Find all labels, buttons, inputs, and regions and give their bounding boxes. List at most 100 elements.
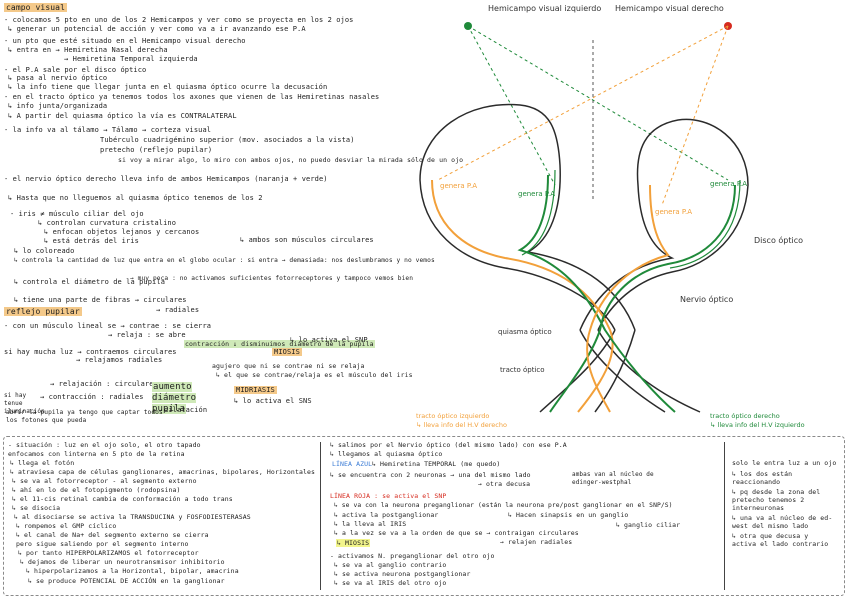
- note-line: → Hemiretina Temporal izquierda: [64, 55, 198, 63]
- note-line: → otra decusa: [478, 480, 531, 488]
- hemi-right-label: Hemicampo visual derecho: [615, 4, 724, 13]
- note-line: ↳ se va al ganglio contrario: [334, 561, 447, 569]
- hemi-left-label: Hemicampo visual izquierdo: [488, 4, 601, 13]
- midriasis-label: MIDRIASIS: [234, 386, 277, 394]
- note-line: ↳ controla el diámetro de la pupila: [14, 278, 166, 286]
- note-line: - la info va al tálamo → Tálamo → cortez…: [4, 126, 212, 134]
- note-line: ↳ otra que decusa y activa el lado contr…: [732, 532, 829, 548]
- note-line: ↳ lo activa el SNP: [290, 336, 368, 344]
- note-line: ↳ dejamos de liberar un neurotransmisor …: [20, 558, 225, 566]
- tracto-der-label: tracto óptico derecho: [710, 412, 780, 420]
- note-line: ↳ una va al núcleo de ed-west del mismo …: [732, 514, 833, 530]
- note-line: ↳ llega el fotón: [10, 459, 75, 467]
- note-line: Tubérculo cuadrigémino superior (mov. as…: [100, 136, 355, 144]
- note-line: ↳ enfocan objetos lejanos y cercanos: [44, 228, 200, 236]
- note-line: ↳ ahí en lo de el fotopigmento (rodopsin…: [12, 486, 181, 494]
- note-line: ↳ Hemiretina TEMPORAL (me quedo): [372, 460, 501, 468]
- genera-pa-2: genera P.A: [518, 190, 555, 198]
- note-line: ↳ los dos están reaccionando: [732, 470, 793, 486]
- left-eye: [419, 103, 636, 331]
- note-line: → radiales: [156, 306, 200, 314]
- tracto-izq-label: tracto óptico izquierdo: [416, 412, 489, 420]
- note-line: - el P.A sale por el disco óptico: [4, 66, 147, 74]
- note-line: ↳ info junta/organizada: [8, 102, 108, 110]
- genera-pa-1: genera P.A: [440, 182, 477, 190]
- note-line: - el nervio óptico derecho lleva info de…: [4, 175, 328, 183]
- genera-pa-4: genera P.A: [655, 208, 692, 216]
- note-line: ↳ generar un potencial de acción y ver c…: [8, 25, 306, 33]
- genera-pa-3: genera P.A: [710, 180, 747, 188]
- note-line: enfocamos con linterna en 5 pto de la re…: [8, 450, 185, 458]
- campo-visual-title: campo visual: [4, 3, 67, 12]
- note-line: pretecho (reflejo pupilar): [100, 146, 213, 154]
- note-line: agujero que ni se contrae ni se relaja: [212, 362, 365, 370]
- divider-1: [320, 442, 321, 590]
- note-line: ↳ se va al fotorreceptor - al segmento e…: [12, 477, 197, 485]
- note-line: - en el tracto óptico ya tenemos todos l…: [4, 93, 380, 101]
- bottom-notes-box: [3, 436, 845, 596]
- note-line: → contracción : radiales: [40, 393, 144, 401]
- note-line: ↳ hiperpolarizamos a la Horizontal, bipo…: [26, 567, 239, 575]
- note-line: ↳ el 11-cis retinal cambia de conformaci…: [12, 495, 233, 503]
- note-line: ↳ está detrás del iris: [44, 237, 139, 245]
- note-line: → relajen radiales: [500, 538, 573, 546]
- note-line: ↳ activa la postganglionar: [334, 511, 439, 519]
- note-line: ↳ lo activa el SNS: [234, 397, 312, 405]
- note-line: ambas van al núcleo de edinger-westphal: [572, 471, 654, 486]
- note-line: ↳ se encuentra con 2 neuronas → una del …: [330, 471, 531, 479]
- note-line: ↳ se va al IRIS del otro ojo: [334, 579, 447, 587]
- quiasma-label: quiasma óptico: [498, 328, 552, 336]
- note-line: ↳ al disociarse se activa la TRANSDUCINA…: [14, 513, 251, 521]
- note-line: solo le entra luz a un ojo: [732, 459, 837, 467]
- note-line: ↳ ganglio ciliar: [616, 521, 681, 529]
- note-line: ↳ se disocia: [12, 504, 61, 512]
- note-line: si voy a mirar algo, lo miro con ambos o…: [118, 156, 464, 164]
- note-line: → relajación : circulares: [50, 380, 158, 388]
- note-line: ↳ por tanto HIPERPOLARIZAMOS el fotorrec…: [18, 549, 199, 557]
- note-line: - colocamos 5 pto en uno de los 2 Hemica…: [4, 16, 354, 24]
- note-line: ↳ el que se contrae/relaja es el músculo…: [216, 371, 413, 379]
- note-line: ↳ pq desde la zona del pretecho tenemos …: [732, 488, 821, 512]
- note-line: ↳ tiene una parte de fibras → circulares: [14, 296, 187, 304]
- note-line: ↳ ambos son músculos circulares: [240, 236, 374, 244]
- divider-2: [724, 442, 725, 590]
- note-line: → relajamos radiales: [76, 356, 163, 364]
- miosis-label: MIOSIS: [272, 348, 302, 356]
- note-line: ↳ pasa al nervio óptico: [8, 74, 108, 82]
- note-line: ↳ atraviesa capa de células ganglionares…: [10, 468, 316, 476]
- note-line: ↳ controla la cantidad de luz que entra …: [14, 257, 435, 264]
- note-line: ↳ se activa neurona postganglionar: [334, 570, 471, 578]
- nervio-optico-label: Nervio óptico: [680, 294, 733, 304]
- note-line: ↳ el canal de Na+ del segmento externo s…: [16, 531, 209, 539]
- note-line: ↳ salimos por el Nervio óptico (del mism…: [330, 441, 567, 449]
- note-line: ↳ la info tiene que llegar junta en el q…: [8, 83, 328, 91]
- visual-pathway-diagram: Hemicampo visual izquierdo Hemicampo vis…: [410, 0, 848, 432]
- tracto-izq-sub: ↳ lleva info del H.V derecho: [416, 421, 507, 429]
- linea-azul-label: LÍNEA AZUL: [332, 460, 373, 468]
- note-line: - iris ≠ músculo ciliar del ojo: [10, 210, 144, 218]
- note-line: ↳ se produce POTENCIAL DE ACCIÓN en la g…: [28, 577, 225, 585]
- note-line: - con un músculo lineal se → contrae : s…: [4, 322, 212, 330]
- note-line: ↳ se va con la neurona preganglionar (es…: [334, 502, 673, 509]
- tracto-label: tracto óptico: [500, 366, 545, 374]
- note-line: ↳ Hasta que no lleguemos al quiasma ópti…: [8, 194, 263, 202]
- note-line: si hay mucha luz → contraemos circulares: [4, 348, 177, 356]
- linea-roja-label: LÍNEA ROJA : se activa el SNP: [330, 492, 447, 500]
- note-line: ↳ entra en → Hemiretina Nasal derecha: [8, 46, 168, 54]
- note-line: ↳ Hacen sinapsis en un ganglio: [508, 511, 629, 519]
- note-line: ↳ la lleva al IRIS: [334, 520, 407, 528]
- miosis-bottom: ↳ MIOSIS: [336, 539, 371, 547]
- disminuimos-diametro: contracción ↓ disminuimos diámetro de la…: [184, 340, 375, 348]
- note-line: ↳ llegamos al quiasma óptico: [330, 450, 443, 458]
- note-line: ↳ a la vez se va a la orden de que se → …: [334, 529, 579, 537]
- note-line: - activamos N. preganglionar del otro oj…: [330, 552, 495, 560]
- reflejo-pupilar-title: reflejo pupilar: [4, 307, 82, 316]
- note-line: → relaja : se abre: [108, 331, 186, 339]
- note-line: ↳ controlan curvatura cristalino: [38, 219, 177, 227]
- note-line: dilatación: [164, 406, 208, 414]
- tracto-der-sub: ↳ lleva info del H.V izquierdo: [710, 421, 805, 429]
- note-line: ↳ A partir del quiasma óptico la vía es …: [8, 112, 237, 120]
- note-line: ↳ lo coloreado: [14, 247, 75, 255]
- note-line: - un pto que esté situado en el Hemicamp…: [4, 37, 246, 45]
- note-line: si hay tenue iluminación: [4, 392, 45, 415]
